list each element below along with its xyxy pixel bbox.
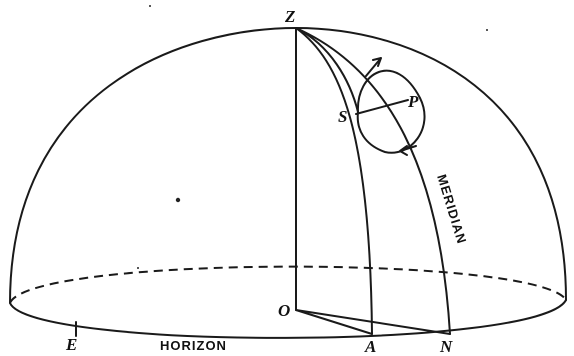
speck [175, 197, 181, 203]
label-meridian: MERIDIAN [434, 172, 469, 246]
star-vertical-circle [295, 27, 373, 335]
label-point-a: A [364, 337, 376, 356]
speck [137, 267, 139, 269]
line-o-to-n [295, 309, 451, 335]
speck [149, 5, 151, 7]
dome-outline [9, 27, 567, 304]
horizon-front-arc [9, 299, 567, 339]
label-east: E [65, 335, 77, 354]
label-star: S [338, 107, 347, 126]
label-horizon: HORIZON [160, 338, 227, 353]
lower-motion-arrow [399, 145, 417, 156]
meridian-arc [295, 27, 451, 335]
horizon-back-arc [9, 265, 567, 304]
label-north: N [439, 337, 453, 356]
line-o-to-a [295, 309, 373, 335]
label-pole: P [407, 92, 419, 111]
upper-motion-arrow [365, 57, 382, 77]
label-zenith: Z [284, 7, 295, 26]
star-pole-radius [355, 99, 409, 115]
speck [486, 29, 488, 31]
label-center: O [278, 301, 290, 320]
diurnal-circle [356, 69, 426, 154]
hour-circle-arc [295, 27, 359, 113]
